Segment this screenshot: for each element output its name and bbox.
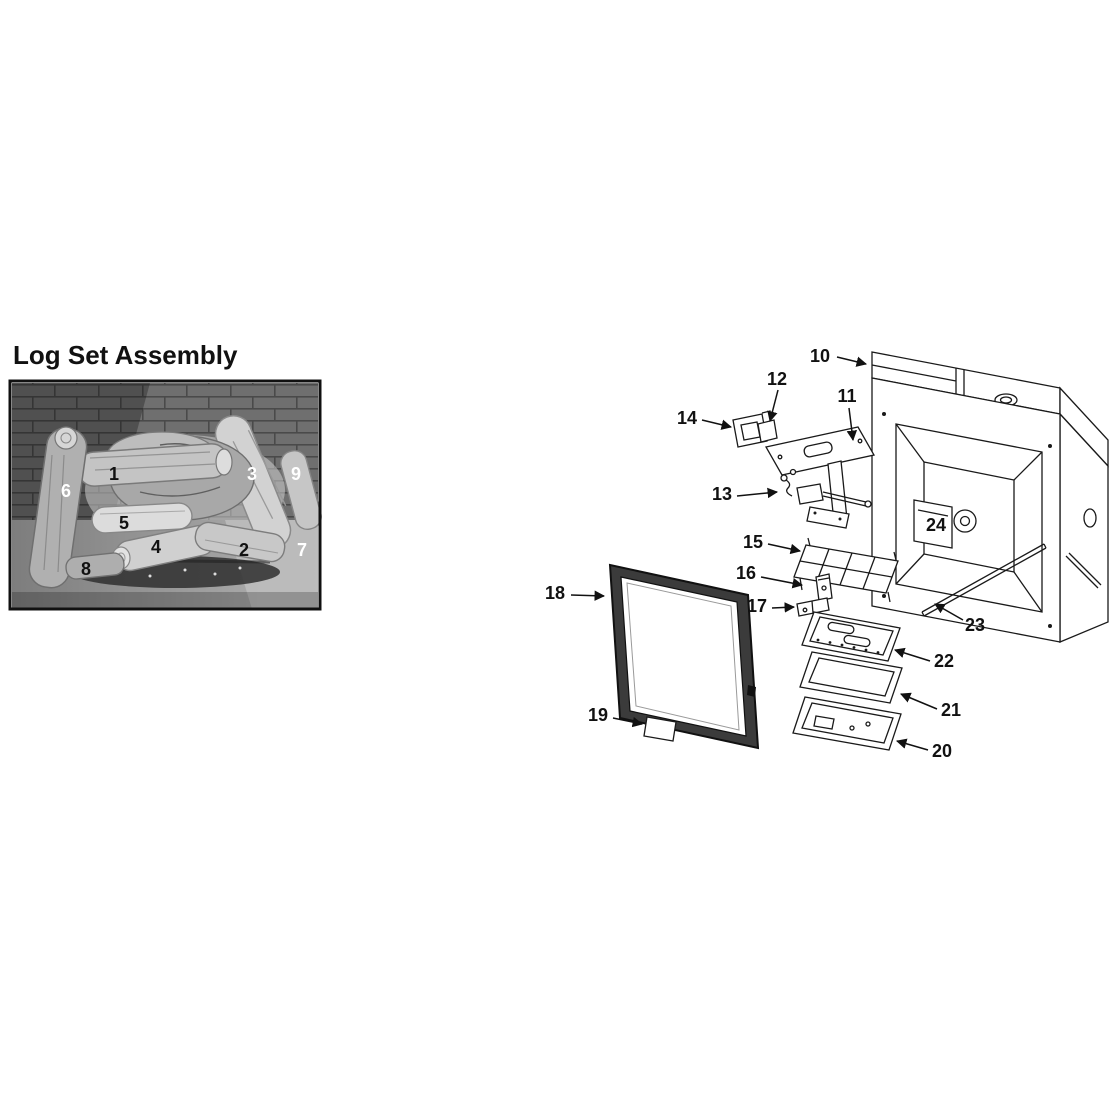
diagram-callout-19: 19 (588, 705, 608, 725)
part-10-cabinet (871, 351, 1109, 643)
log-set-photo: 1 2 3 4 5 6 7 8 9 (8, 379, 322, 611)
diagram-callout-18: 18 (545, 583, 565, 603)
part-19-plate (643, 716, 677, 742)
door-latch (747, 685, 756, 697)
photo-callout-3: 3 (247, 464, 257, 484)
diagram-callout-12: 12 (767, 369, 787, 389)
part-24-panel (913, 499, 977, 549)
diagram-callout-22: 22 (934, 651, 954, 671)
part-20-pan (792, 696, 902, 751)
diagram-callout-10: 10 (810, 346, 830, 366)
diagram-callout-21: 21 (941, 700, 961, 720)
photo-frame (8, 379, 322, 611)
cabinet-screws (882, 412, 1052, 628)
photo-callout-1: 1 (109, 464, 119, 484)
log-9 (280, 449, 322, 531)
photo-callout-6: 6 (61, 481, 71, 501)
diagram-callout-24: 24 (926, 515, 946, 535)
photo-callout-5: 5 (119, 513, 129, 533)
photo-callout-4: 4 (151, 537, 161, 557)
part-11-plate (764, 426, 876, 476)
photo-callout-7: 7 (297, 540, 307, 560)
diagram-callout-16: 16 (736, 563, 756, 583)
photo-callout-2: 2 (239, 540, 249, 560)
log-6 (28, 426, 88, 589)
part-18-glass-door (608, 563, 760, 750)
diagram-callout-13: 13 (712, 484, 732, 504)
diagram-callouts: 10 11 12 13 14 15 16 17 18 19 20 21 22 2… (545, 346, 985, 761)
exploded-diagram: 10 11 12 13 14 15 16 17 18 19 20 21 22 2… (545, 346, 1109, 761)
photo-callout-9: 9 (291, 464, 301, 484)
log-8 (65, 552, 125, 580)
photo-callout-8: 8 (81, 559, 91, 579)
diagram-callout-15: 15 (743, 532, 763, 552)
hearth-front-edge (12, 592, 318, 609)
diagram-callout-17: 17 (747, 596, 767, 616)
diagram-callout-23: 23 (965, 615, 985, 635)
diagram-callout-20: 20 (932, 741, 952, 761)
log-2 (194, 521, 286, 563)
log-5 (91, 502, 193, 534)
part-13-valve-assembly (780, 460, 872, 529)
part-22-burner (801, 611, 901, 662)
part-23-rod (921, 543, 1047, 617)
photo-callouts: 1 2 3 4 5 6 7 8 9 (61, 464, 307, 579)
page-title: Log Set Assembly (13, 340, 238, 370)
diagram-callout-11: 11 (837, 386, 856, 406)
part-16-bracket (815, 573, 833, 602)
part-17-clip (796, 597, 830, 617)
log-1 (77, 443, 233, 487)
part-21-tray (799, 651, 903, 704)
diagram-callout-14: 14 (677, 408, 697, 428)
leader-lines (570, 356, 964, 751)
burner-ports (816, 638, 880, 654)
